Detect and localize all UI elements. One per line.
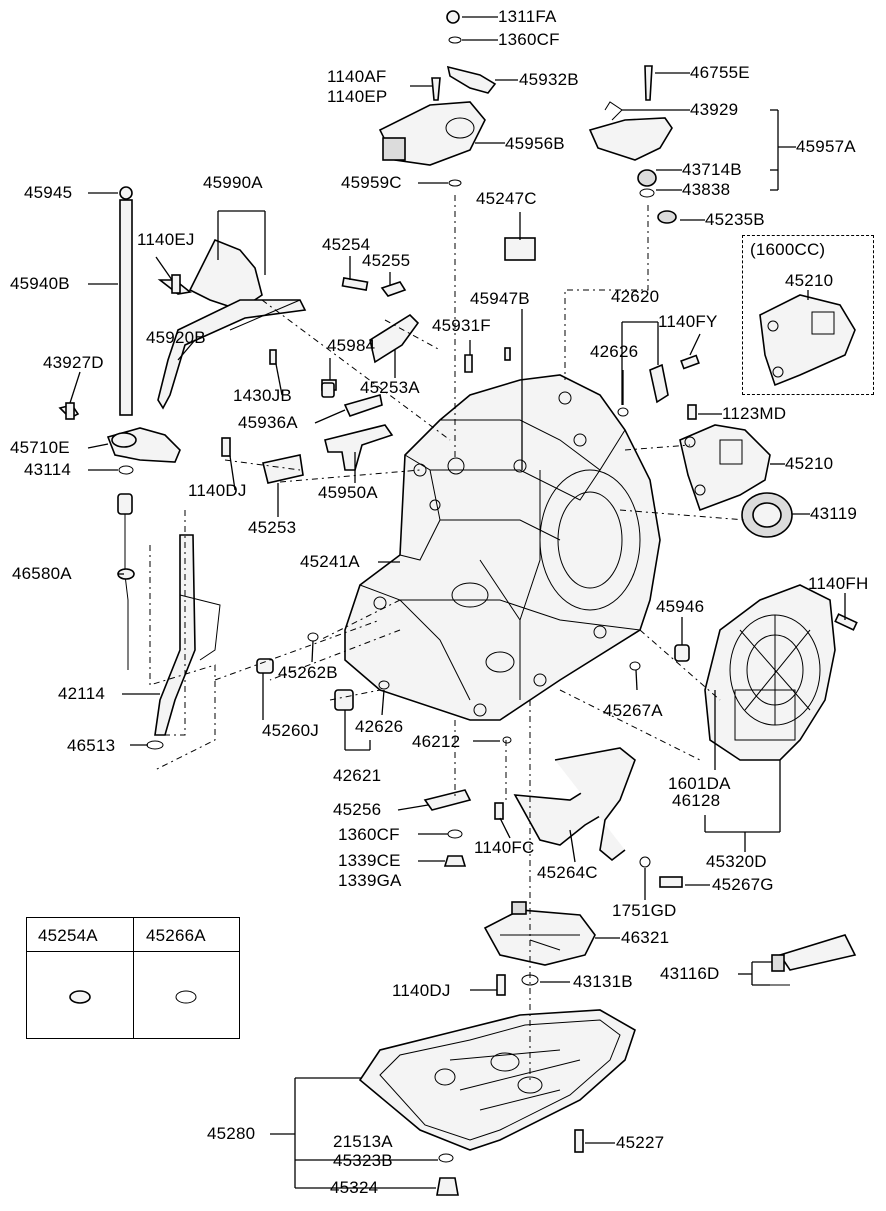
part-label: 1123MD — [722, 404, 787, 423]
legend-col2-label: 45266A — [146, 926, 206, 945]
part-label: 45320D — [706, 852, 767, 871]
legend-divider — [133, 918, 134, 1038]
part-label: 45947B — [470, 289, 530, 308]
legend-col1-label: 45254A — [38, 926, 98, 945]
part-label: 46755E — [690, 63, 750, 82]
part-label: 46128 — [672, 791, 721, 810]
part-label: 45267A — [603, 701, 663, 720]
shift-shaft-assembly — [58, 186, 181, 475]
part-label: 45262B — [278, 663, 338, 682]
part-label: 46321 — [621, 928, 670, 947]
oil-pan — [358, 1009, 636, 1151]
part-label: 45253A — [360, 378, 420, 397]
part-label: 1140FH — [808, 574, 869, 593]
part-label: 1360CF — [338, 825, 400, 844]
part-label: 45210 — [785, 454, 834, 473]
part-label: 43927D — [43, 353, 104, 372]
part-label: 43114 — [24, 460, 72, 479]
part-label: 45235B — [705, 210, 765, 229]
inhibitor-switch — [378, 10, 497, 187]
part-label: 42626 — [590, 342, 639, 361]
mount-bracket — [679, 424, 793, 538]
part-label: 46212 — [412, 732, 461, 751]
detent-parts — [262, 237, 536, 484]
part-label: 45324 — [330, 1178, 379, 1197]
part-label: 45210 — [785, 271, 834, 290]
part-label: 45936A — [238, 413, 298, 432]
transaxle-case — [344, 374, 661, 721]
part-label: 46513 — [67, 736, 116, 755]
part-label: 42620 — [611, 287, 660, 306]
part-label: 1140EP — [327, 87, 388, 106]
oil-filter — [483, 901, 596, 966]
part-label: 45957A — [796, 137, 856, 156]
part-label: 1140FY — [658, 312, 718, 331]
part-label: 1430JB — [233, 386, 292, 405]
part-label: 45946 — [656, 597, 705, 616]
part-label: 45255 — [362, 251, 411, 270]
legend-table — [26, 917, 240, 1039]
shift-bracket-right — [588, 65, 677, 224]
part-label: 45940B — [10, 274, 70, 293]
side-cover — [704, 584, 836, 761]
fasteners — [65, 274, 858, 1196]
part-label: 45956B — [505, 134, 565, 153]
leader-lines — [69, 16, 846, 1189]
part-label: 45241A — [300, 552, 360, 571]
reference-lines — [149, 195, 746, 1080]
part-label: 1140DJ — [392, 981, 451, 1000]
part-label: 1140FC — [474, 838, 535, 857]
part-label: 45264C — [537, 863, 598, 882]
part-label: 21513A — [333, 1132, 393, 1151]
part-label: 45254 — [322, 235, 371, 254]
part-label: 43131B — [573, 972, 633, 991]
sealant-tube — [770, 934, 857, 986]
part-label: 45990A — [203, 173, 263, 192]
part-label: 1339CE — [338, 851, 401, 870]
part-label: 43714B — [682, 160, 742, 179]
part-label: 45932B — [519, 70, 579, 89]
part-label: 1311FA — [498, 7, 557, 26]
part-label: 45267G — [712, 875, 774, 894]
part-label: 45959C — [341, 173, 402, 192]
part-label: 45323B — [333, 1151, 393, 1170]
part-label: 45710E — [10, 438, 70, 457]
part-label: 1140AF — [327, 67, 387, 86]
oil-dipstick — [117, 493, 221, 750]
part-label: 45256 — [333, 800, 382, 819]
part-label: 45920B — [146, 328, 206, 347]
part-label: 45984 — [327, 336, 376, 355]
part-label: 45253 — [248, 518, 297, 537]
part-label: 42626 — [355, 717, 404, 736]
part-label: 1140EJ — [137, 230, 195, 249]
part-label: 1601DA — [668, 774, 731, 793]
part-label: 43116D — [660, 964, 720, 983]
part-label: 1140DJ — [188, 481, 247, 500]
part-label: 45247C — [476, 189, 537, 208]
part-label: 43929 — [690, 100, 739, 119]
part-label: 46580A — [12, 564, 72, 583]
part-label: 1360CF — [498, 30, 560, 49]
shift-bracket — [157, 238, 307, 410]
part-label: 45931F — [432, 316, 491, 335]
part-label: 45945 — [24, 183, 73, 202]
part-label: 45227 — [616, 1133, 665, 1152]
mount-bracket-1600cc — [759, 294, 856, 387]
part-label: 42114 — [58, 684, 106, 703]
part-label: 45260J — [262, 721, 319, 740]
part-label: 42621 — [333, 766, 382, 785]
part-label: 45950A — [318, 483, 378, 502]
option-label: (1600CC) — [750, 240, 826, 259]
part-label: 1339GA — [338, 871, 402, 890]
part-label: 43838 — [682, 180, 731, 199]
part-label: 43119 — [810, 504, 858, 523]
option-1600cc-box — [742, 235, 874, 395]
part-label: 1751GD — [612, 901, 677, 920]
part-label: 45280 — [207, 1124, 256, 1143]
legend-parts — [69, 990, 197, 1004]
